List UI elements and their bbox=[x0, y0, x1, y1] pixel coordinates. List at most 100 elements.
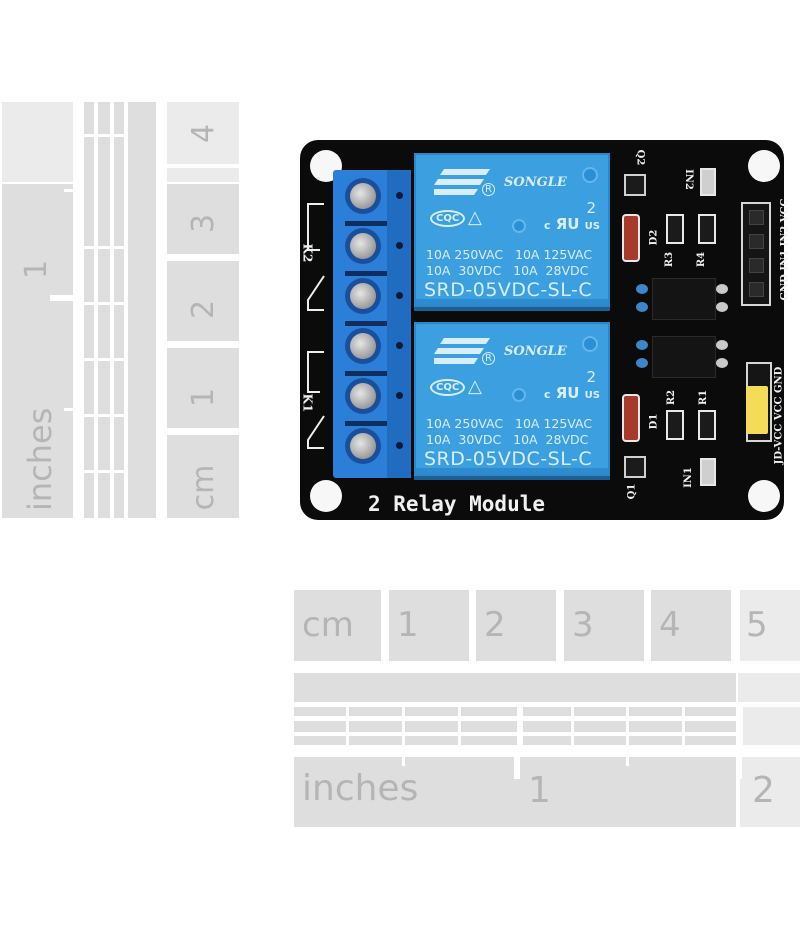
label-r2: R2 bbox=[666, 389, 678, 406]
ruler-cm-cell bbox=[167, 348, 239, 428]
relay-k2: R SONGLE CQC △ 2 c ЯU US 10A 250VAC 10A … bbox=[414, 153, 610, 307]
cert-number: 2 bbox=[586, 199, 596, 217]
ul-cert-icon: c ЯU US bbox=[543, 384, 600, 402]
horizontal-ruler: cm 1 2 3 4 5 inches 1 2 bbox=[294, 590, 800, 830]
mounting-hole bbox=[748, 480, 780, 512]
label-q2: Q2 bbox=[634, 149, 646, 166]
ruler-cm-tick-label: 5 bbox=[740, 590, 800, 661]
ruler-inch-band bbox=[2, 184, 73, 518]
ruler-cm-tick-label: 2 bbox=[186, 299, 221, 320]
ruler-tick bbox=[50, 295, 73, 301]
registered-icon: R bbox=[482, 183, 495, 196]
led-in1 bbox=[700, 458, 716, 486]
relay-mark bbox=[512, 388, 526, 402]
led-in2 bbox=[700, 168, 716, 196]
jumper-cap[interactable] bbox=[746, 386, 768, 434]
relay-rating-dc: 10A 30VDC 10A 28VDC bbox=[426, 263, 589, 278]
cert-triangle-icon: △ bbox=[468, 376, 482, 397]
ul-cert-icon: c ЯU US bbox=[543, 215, 600, 233]
resistor-r2 bbox=[666, 410, 684, 440]
label-k1: K1 bbox=[300, 393, 315, 413]
ruler-cm-tick-label: 1 bbox=[186, 387, 221, 408]
label-k2: K2 bbox=[300, 243, 315, 263]
ruler-inch-top-segment bbox=[2, 102, 73, 182]
ruler-strip bbox=[743, 707, 800, 745]
ruler-cm-tick-label: 4 bbox=[186, 123, 221, 144]
label-d2: D2 bbox=[648, 229, 660, 246]
label-in2: IN2 bbox=[682, 169, 694, 190]
ruler-inch-band bbox=[740, 757, 800, 827]
resistor-r3 bbox=[666, 214, 684, 244]
optocoupler bbox=[652, 278, 716, 320]
label-r3: R3 bbox=[664, 251, 676, 268]
terminal-screw[interactable] bbox=[345, 378, 381, 414]
diode-d1 bbox=[622, 394, 640, 442]
terminal-screw[interactable] bbox=[345, 278, 381, 314]
ruler-inch-tick-label: 2 bbox=[752, 770, 775, 811]
relay-model: SRD-05VDC-SL-C bbox=[424, 448, 593, 470]
ruler-cm-tick-label: 1 bbox=[389, 590, 469, 661]
ruler-strip bbox=[98, 102, 110, 518]
ruler-tick bbox=[64, 408, 73, 411]
terminal-screw[interactable] bbox=[345, 428, 381, 464]
ruler-inch-tick-label: 1 bbox=[19, 259, 54, 280]
ruler-cm-tick-label: 3 bbox=[186, 213, 221, 234]
label-q1: Q1 bbox=[626, 483, 638, 500]
relay-model: SRD-05VDC-SL-C bbox=[424, 279, 593, 301]
mounting-hole bbox=[310, 480, 342, 512]
songle-logo-icon bbox=[434, 338, 490, 364]
ruler-strip bbox=[114, 102, 124, 518]
ruler-tick bbox=[64, 189, 73, 192]
relay-brand: SONGLE bbox=[504, 175, 567, 190]
ruler-cm-tick-label: 3 bbox=[564, 590, 644, 661]
cert-number: 2 bbox=[586, 368, 596, 386]
label-header-pins: GND IN1 IN2 VCC bbox=[779, 198, 791, 301]
registered-icon: R bbox=[482, 352, 495, 365]
terminal-screw[interactable] bbox=[345, 328, 381, 364]
ruler-cm-label: cm bbox=[186, 464, 221, 511]
ruler-strip bbox=[128, 102, 156, 518]
relay-outline-silkscreen bbox=[307, 203, 325, 449]
ruler-cm-cell bbox=[167, 435, 239, 518]
cqc-cert-icon: CQC bbox=[430, 210, 466, 227]
ruler-cm-cell bbox=[167, 102, 239, 164]
cert-triangle-icon: △ bbox=[468, 207, 482, 228]
ruler-inch-label: inches bbox=[302, 768, 419, 809]
optocoupler bbox=[652, 336, 716, 378]
label-jumper: JD-VCC VCC GND bbox=[773, 366, 785, 465]
input-pin-header[interactable] bbox=[741, 202, 771, 306]
mounting-hole bbox=[748, 150, 780, 182]
screw-terminal-block bbox=[333, 170, 411, 478]
label-in1: IN1 bbox=[682, 467, 694, 488]
ruler-cm-cell bbox=[167, 168, 239, 182]
ruler-cm-tick-label: 4 bbox=[651, 590, 731, 661]
ruler-strip bbox=[84, 102, 94, 518]
resistor-r4 bbox=[698, 214, 716, 244]
ruler-inch-label: inches bbox=[21, 407, 59, 511]
songle-logo-icon bbox=[434, 169, 490, 195]
ruler-cm-cell bbox=[167, 184, 239, 254]
ruler-cm-cell bbox=[167, 261, 239, 341]
relay-k1: R SONGLE CQC △ 2 c ЯU US 10A 250VAC 10A … bbox=[414, 322, 610, 476]
resistor-r1 bbox=[698, 410, 716, 440]
ruler-strip bbox=[294, 673, 736, 702]
relay-mark bbox=[582, 167, 598, 183]
label-d1: D1 bbox=[648, 413, 660, 430]
board-title: 2 Relay Module bbox=[368, 492, 546, 516]
relay-rating-ac: 10A 250VAC 10A 125VAC bbox=[426, 416, 593, 431]
relay-mark bbox=[512, 219, 526, 233]
terminal-screw[interactable] bbox=[345, 228, 381, 264]
ruler-inch-tick-label: 1 bbox=[528, 770, 551, 811]
ruler-strip bbox=[294, 707, 736, 716]
terminal-screw[interactable] bbox=[345, 178, 381, 214]
relay-brand: SONGLE bbox=[504, 344, 567, 359]
ruler-strip bbox=[294, 736, 736, 745]
diode-d2 bbox=[622, 214, 640, 262]
transistor-q2 bbox=[624, 174, 646, 196]
label-r4: R4 bbox=[696, 251, 708, 268]
ruler-cm-label: cm bbox=[294, 590, 381, 661]
cqc-cert-icon: CQC bbox=[430, 379, 466, 396]
vertical-ruler: 1 inches 4 3 2 1 cm bbox=[0, 102, 240, 518]
ruler-cm-tick-label: 2 bbox=[476, 590, 556, 661]
relay-mark bbox=[582, 336, 598, 352]
